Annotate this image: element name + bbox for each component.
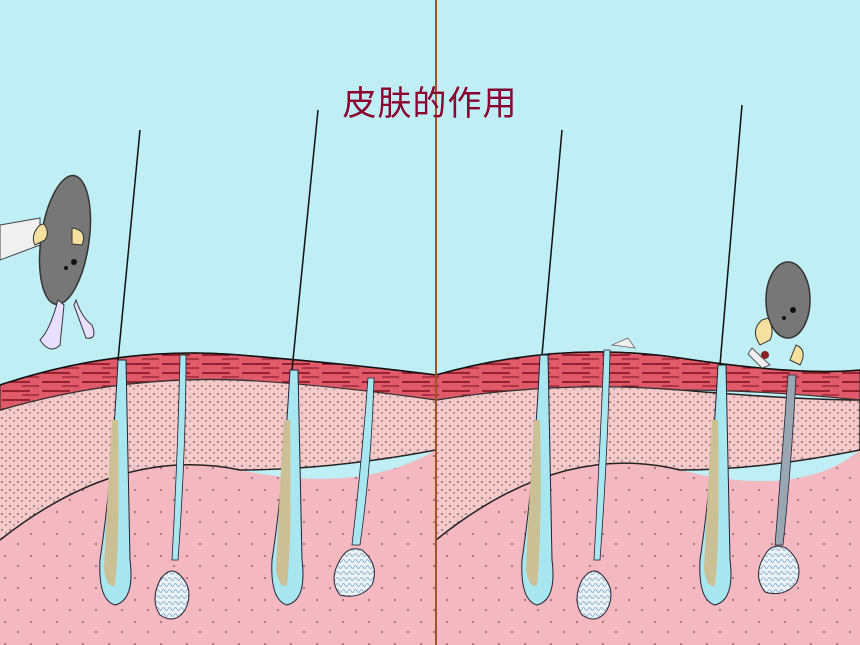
panel-before bbox=[0, 0, 436, 645]
hair-follicle bbox=[699, 104, 743, 606]
hair-follicle bbox=[271, 109, 319, 606]
sweat-gland-infected bbox=[758, 374, 800, 595]
sweat-gland bbox=[154, 354, 190, 620]
panel-after bbox=[436, 0, 860, 645]
microbe-character-icon bbox=[747, 261, 811, 369]
hair-follicle bbox=[521, 129, 563, 606]
hair-follicle bbox=[99, 129, 141, 606]
sweat-gland bbox=[576, 337, 636, 620]
microbe-character-icon bbox=[0, 174, 95, 350]
sweat-gland bbox=[333, 377, 375, 597]
